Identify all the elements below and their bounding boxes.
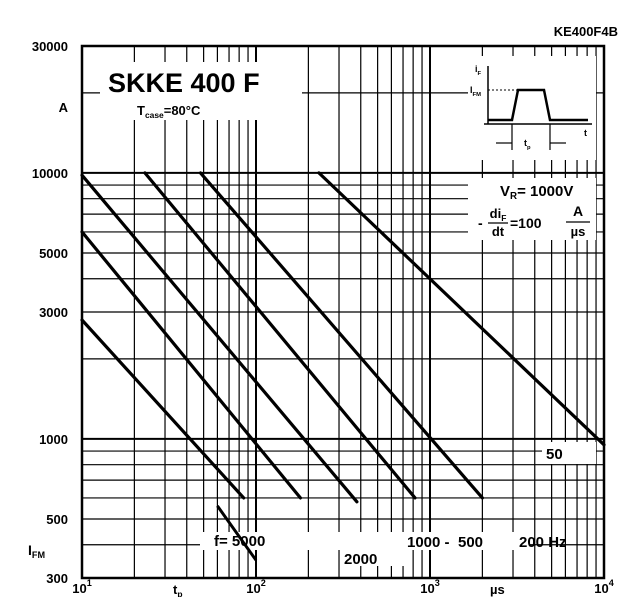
x-tick-label: 102 bbox=[246, 578, 266, 596]
inset-box bbox=[468, 56, 596, 160]
y-tick-label: 3000 bbox=[39, 305, 68, 320]
vr-label-part: V bbox=[500, 183, 510, 200]
x-tick-label-part: 10 bbox=[72, 581, 86, 596]
series-line-5000 bbox=[80, 318, 246, 500]
freq-label-500: 500 bbox=[458, 534, 483, 551]
x-tick-label: 103 bbox=[420, 578, 440, 596]
didt-minus-part: - bbox=[478, 215, 483, 231]
y-unit: A bbox=[59, 100, 69, 115]
chart-title: SKKE 400 F bbox=[108, 68, 260, 98]
x-tick-label-part: 3 bbox=[435, 578, 440, 588]
didt-num-part: di bbox=[490, 206, 502, 221]
y-tick-label: 500 bbox=[46, 512, 68, 527]
didt-num: diF bbox=[490, 206, 507, 223]
label-box-2000 bbox=[340, 548, 406, 566]
inset-pulse bbox=[488, 88, 588, 122]
vr-label-part: = 1000V bbox=[517, 183, 573, 200]
inset-t-label-part: t bbox=[584, 128, 587, 138]
y-unit-part: A bbox=[59, 100, 69, 115]
series-line-500 bbox=[143, 171, 417, 500]
didt-den-part: dt bbox=[492, 224, 505, 239]
didt-den: dt bbox=[492, 224, 505, 239]
vr-label-part: R bbox=[510, 191, 517, 202]
inset-t-label: t bbox=[584, 128, 587, 138]
inset-ifm-label-part: FM bbox=[473, 92, 482, 98]
series-line-1000 bbox=[80, 173, 359, 504]
didt-eq: =100 bbox=[510, 215, 542, 231]
inset-if-label-part: i bbox=[475, 64, 478, 74]
freq-label-50: 50 bbox=[546, 446, 563, 463]
series-line-200 bbox=[198, 171, 484, 500]
y-tick-label: 5000 bbox=[39, 246, 68, 261]
didt-unit-den: µs bbox=[571, 224, 586, 239]
inset-ifm-label-part: I bbox=[470, 85, 473, 95]
x-unit: µs bbox=[490, 582, 505, 597]
condition-label-part: case bbox=[145, 110, 164, 120]
didt-unit-num: A bbox=[573, 203, 583, 219]
series-group bbox=[80, 171, 606, 562]
inset-tp-label-part: p bbox=[527, 145, 531, 151]
freq-label-1000: 1000 - bbox=[407, 534, 450, 551]
x-tick-label-part: 10 bbox=[420, 581, 434, 596]
chart-code: KE400F4B bbox=[554, 24, 618, 39]
grid bbox=[80, 44, 606, 580]
condition-box bbox=[122, 98, 262, 120]
x-unit-part: µs bbox=[490, 582, 505, 597]
inset-if-label: iF bbox=[475, 64, 482, 77]
y-axis-label-part: FM bbox=[32, 550, 45, 560]
didt-unit-den-part: µs bbox=[571, 224, 586, 239]
x-tick-label-part: 4 bbox=[609, 578, 615, 588]
inset-tp-label: tp bbox=[524, 138, 531, 151]
y-axis-label: IFM bbox=[28, 542, 45, 560]
label-box-50 bbox=[542, 442, 596, 464]
freq-label-5000: f= 5000 bbox=[214, 533, 265, 550]
condition-label-part: T bbox=[137, 103, 145, 118]
inset-ifm-label: IFM bbox=[470, 85, 481, 98]
chart-code-part: KE400F4B bbox=[554, 24, 618, 39]
x-tick-label: 104 bbox=[594, 578, 614, 596]
series-line-50 bbox=[317, 171, 606, 447]
vr-label: VR= 1000V bbox=[500, 183, 573, 202]
y-tick-label: 300 bbox=[46, 571, 68, 586]
didt-unit-num-part: A bbox=[573, 203, 583, 219]
plot-frame bbox=[80, 44, 606, 580]
didt-minus: - bbox=[478, 215, 483, 231]
x-tick-label-part: 2 bbox=[261, 578, 266, 588]
x-axis-label: tp bbox=[173, 582, 183, 597]
didt-num-part: F bbox=[501, 213, 506, 223]
x-axis-label-part: t bbox=[173, 582, 178, 597]
y-tick-label: 1000 bbox=[39, 432, 68, 447]
x-tick-label-part: 10 bbox=[246, 581, 260, 596]
inset-if-label-part: F bbox=[478, 71, 482, 77]
didt-eq-part: =100 bbox=[510, 215, 542, 231]
x-tick-label-part: 1 bbox=[87, 578, 92, 588]
x-axis-label-part: p bbox=[177, 589, 182, 597]
y-tick-label: 30000 bbox=[32, 39, 68, 54]
freq-label-box bbox=[200, 532, 530, 550]
x-tick-label-part: 10 bbox=[594, 581, 608, 596]
series-line-2000 bbox=[80, 230, 302, 500]
x-tick-label: 101 bbox=[72, 578, 92, 596]
extra-segment bbox=[216, 505, 258, 562]
freq-label-200: 200 Hz bbox=[519, 534, 567, 551]
condition-label-part: =80°C bbox=[164, 103, 201, 118]
title-box bbox=[100, 62, 302, 98]
annotation-box bbox=[468, 178, 596, 240]
y-tick-label: 10000 bbox=[32, 166, 68, 181]
freq-label-2000: 2000 bbox=[344, 551, 377, 568]
y-axis-label-part: I bbox=[28, 542, 32, 558]
condition-label: Tcase=80°C bbox=[137, 103, 201, 120]
inset-tp-label-part: t bbox=[524, 138, 527, 148]
